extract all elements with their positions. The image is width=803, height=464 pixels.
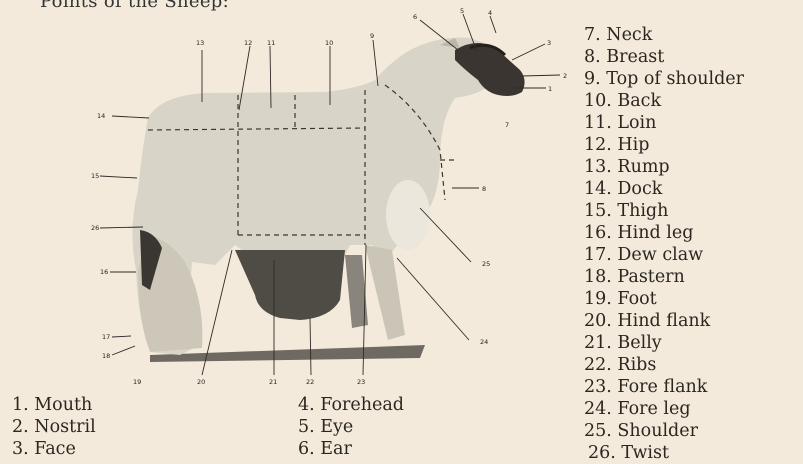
- fig-label-8: 8: [482, 185, 486, 193]
- legend-item: 11. Loin: [584, 112, 744, 134]
- fig-label-3: 3: [547, 39, 551, 47]
- fig-label-21: 21: [269, 378, 277, 386]
- fig-label-4: 4: [488, 9, 492, 17]
- legend-item: 3. Face: [12, 438, 96, 460]
- legend-bottom-col1: 1. Mouth 2. Nostril 3. Face: [12, 394, 96, 460]
- fore-leg: [365, 245, 405, 340]
- fig-label-7: 7: [505, 121, 509, 129]
- fig-label-13: 13: [196, 39, 204, 47]
- fig-label-14: 14: [97, 112, 105, 120]
- fig-label-16: 16: [100, 268, 108, 276]
- legend-item: 25. Shoulder: [584, 420, 744, 442]
- legend-item: 19. Foot: [584, 288, 744, 310]
- sheep-illustration: [132, 38, 524, 363]
- legend-item: 14. Dock: [584, 178, 744, 200]
- legend-bottom-col2: 4. Forehead 5. Eye 6. Ear: [298, 394, 404, 460]
- legend-item: 20. Hind flank: [584, 310, 744, 332]
- legend-item: 17. Dew claw: [584, 244, 744, 266]
- fig-label-5: 5: [460, 7, 464, 15]
- legend-item: 6. Ear: [298, 438, 404, 460]
- fig-label-18: 18: [102, 352, 110, 360]
- legend-right: 7. Neck 8. Breast 9. Top of shoulder 10.…: [584, 24, 744, 464]
- legend-item: 22. Ribs: [584, 354, 744, 376]
- legend-item: 24. Fore leg: [584, 398, 744, 420]
- legend-item: 21. Belly: [584, 332, 744, 354]
- fig-label-19: 19: [133, 378, 141, 386]
- fig-label-11: 11: [267, 39, 275, 47]
- fig-label-15: 15: [91, 172, 99, 180]
- fig-label-23: 23: [357, 378, 365, 386]
- fig-label-12: 12: [244, 39, 252, 47]
- fig-label-20: 20: [197, 378, 205, 386]
- fig-label-17: 17: [102, 333, 110, 341]
- legend-item: 9. Top of shoulder: [584, 68, 744, 90]
- fig-label-22: 22: [306, 378, 314, 386]
- legend-item: 13. Rump: [584, 156, 744, 178]
- legend-item: 10. Back: [584, 90, 744, 112]
- fig-label-9: 9: [370, 32, 374, 40]
- legend-item: 1. Mouth: [12, 394, 96, 416]
- fig-label-10: 10: [325, 39, 333, 47]
- legend-item: 26. Twist: [584, 442, 744, 464]
- legend-item: 16. Hind leg: [584, 222, 744, 244]
- legend-item: 15. Thigh: [584, 200, 744, 222]
- fig-label-26: 26: [91, 224, 99, 232]
- legend-item: 5. Eye: [298, 416, 404, 438]
- legend-item: 18. Pastern: [584, 266, 744, 288]
- fig-label-6: 6: [413, 13, 417, 21]
- fig-label-2: 2: [563, 72, 567, 80]
- legend-item: 4. Forehead: [298, 394, 404, 416]
- belly-shadow: [235, 250, 345, 320]
- legend-item: 12. Hip: [584, 134, 744, 156]
- fig-label-1: 1: [548, 85, 552, 93]
- legend-item: 2. Nostril: [12, 416, 96, 438]
- legend-item: 23. Fore flank: [584, 376, 744, 398]
- fig-label-24: 24: [480, 338, 488, 346]
- legend-item: 8. Breast: [584, 46, 744, 68]
- fig-label-25: 25: [482, 260, 490, 268]
- legend-item: 7. Neck: [584, 24, 744, 46]
